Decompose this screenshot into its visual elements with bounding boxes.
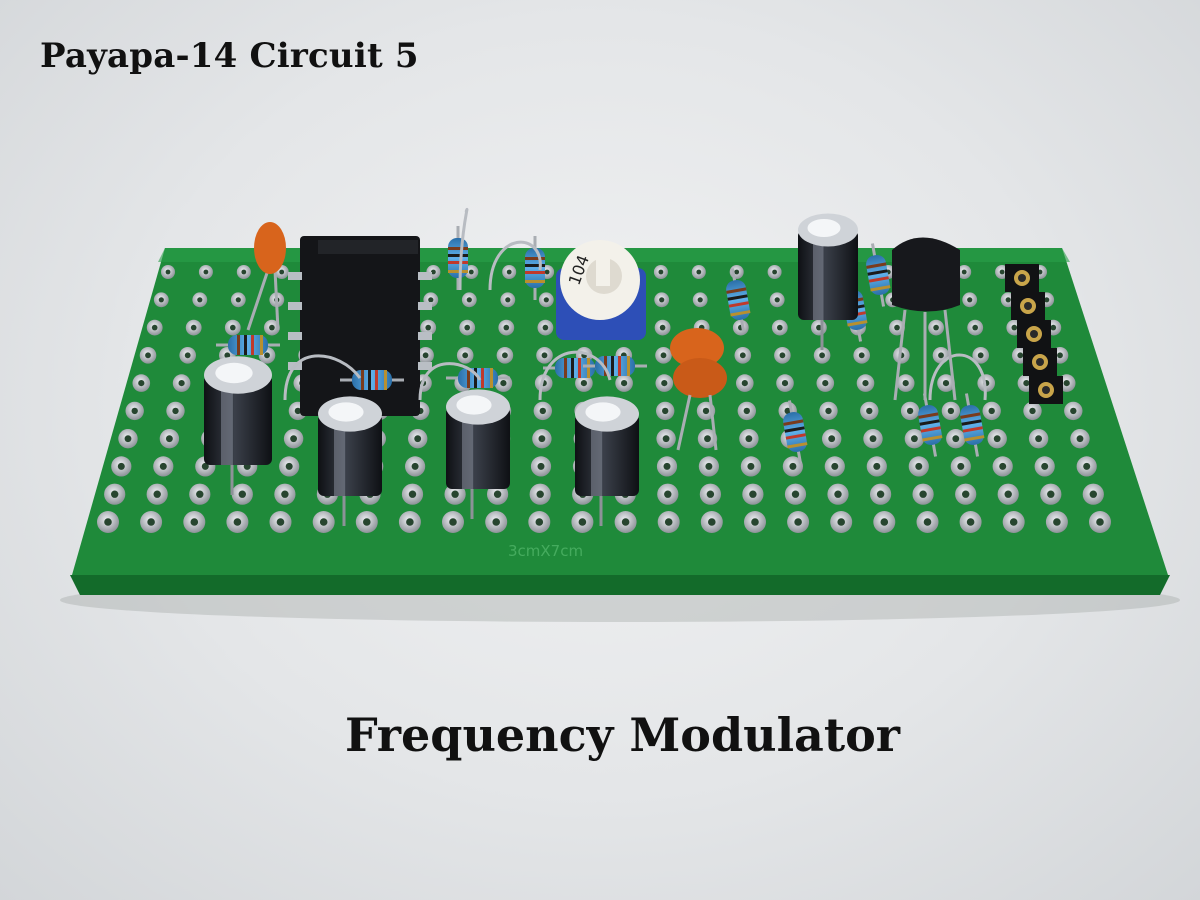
- header-pin: [1005, 264, 1039, 292]
- resistors: [216, 226, 985, 464]
- header-socket: [1005, 264, 1063, 404]
- pcb-board-edge: [70, 575, 1170, 595]
- ceramic-capacitor-right: [670, 328, 727, 451]
- electrolytic-capacitors: [204, 213, 858, 526]
- jumper-wires: [283, 208, 987, 401]
- transistor: [892, 237, 960, 401]
- electrolytic-capacitor: [798, 213, 858, 350]
- header-pin: [1011, 292, 1045, 320]
- resistor: [960, 393, 985, 457]
- resistor: [918, 393, 943, 457]
- resistor: [726, 268, 751, 332]
- resistor: [783, 400, 808, 464]
- image-title: Payapa-14 Circuit 5: [40, 36, 419, 76]
- ceramic-capacitor-left: [246, 222, 286, 331]
- electrolytic-capacitor: [446, 389, 510, 519]
- electrolytic-capacitor: [204, 356, 272, 495]
- resistor: [340, 370, 404, 390]
- resistor: [216, 335, 280, 355]
- header-pin: [1029, 376, 1063, 404]
- trimmer-potentiometer: 104: [556, 240, 646, 340]
- electrolytic-capacitor: [318, 396, 382, 526]
- header-pin: [1017, 320, 1051, 348]
- electrolytic-capacitor: [575, 396, 639, 526]
- resistor: [866, 243, 891, 307]
- image-caption: Frequency Modulator: [344, 708, 901, 762]
- header-pin: [1023, 348, 1057, 376]
- silkscreen-label: 3cmX7cm: [508, 542, 583, 560]
